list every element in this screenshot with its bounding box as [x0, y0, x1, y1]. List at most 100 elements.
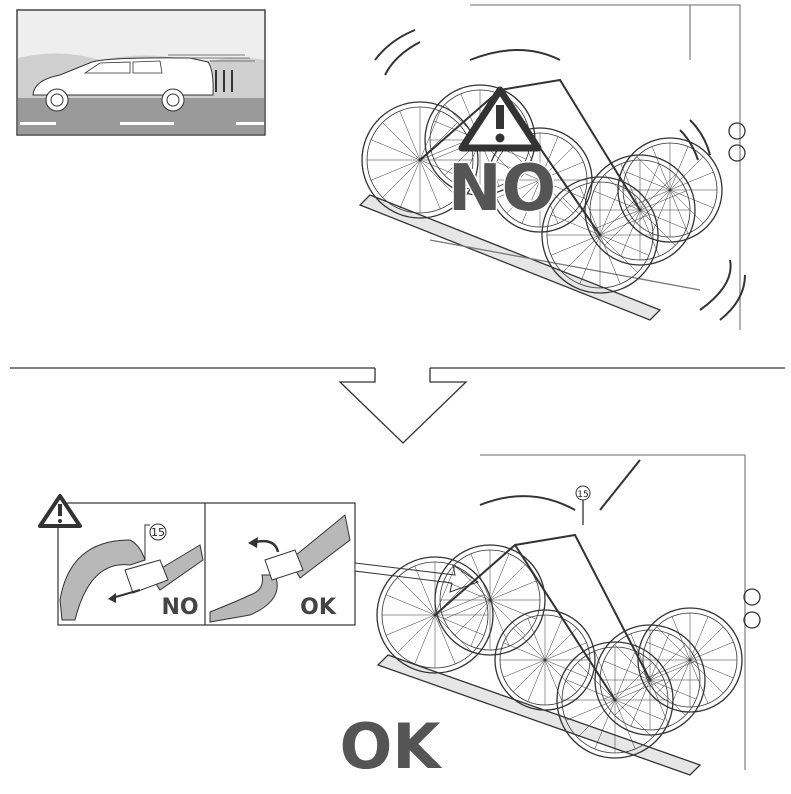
wheel-spoke: [539, 161, 584, 181]
wheel-spoke: [689, 626, 724, 661]
wheel-spoke: [419, 159, 458, 198]
wheel-spoke: [544, 659, 587, 678]
wheel-spoke: [399, 159, 421, 210]
wheel-spoke: [506, 179, 541, 214]
wheel-spoke: [636, 189, 671, 224]
strap-inset: 15 NO OK: [57, 502, 356, 626]
bike-wheel: [541, 176, 659, 294]
wheel-spoke: [646, 659, 691, 679]
bike-wheel: [556, 641, 674, 759]
wheel-spoke: [614, 699, 636, 750]
wheel-spoke: [630, 679, 651, 727]
wheel-spoke: [565, 699, 616, 721]
wheel-spoke: [599, 234, 621, 285]
wheel-spoke: [399, 110, 421, 161]
wheel-spoke: [639, 163, 660, 211]
bike-wheel: [584, 154, 696, 266]
wheel-spoke: [503, 642, 546, 661]
wheel-spoke: [385, 594, 436, 616]
wheel-spoke: [539, 146, 574, 181]
wheel-spoke: [521, 179, 541, 224]
wheel-spoke: [614, 644, 651, 681]
wheel-spoke: [550, 234, 601, 256]
wheel-spoke: [599, 214, 650, 236]
wheel-spoke: [651, 146, 671, 191]
wheel-spoke: [656, 659, 691, 694]
wheel-spoke: [370, 159, 421, 181]
bike-wheel: [494, 609, 596, 711]
wheel-spoke: [385, 614, 436, 636]
wheel-spoke: [639, 174, 676, 211]
wheel-spoke: [513, 659, 546, 692]
wheel-spoke: [614, 679, 651, 716]
wheel-spoke: [489, 599, 537, 620]
wheel-spoke: [565, 679, 616, 701]
wheel-spoke: [550, 214, 601, 236]
wheel-spoke: [562, 234, 601, 273]
wheel-spoke: [614, 699, 665, 721]
pointer-arrow: [354, 562, 480, 593]
wheel-spoke: [382, 122, 421, 161]
wheel-spoke: [689, 641, 734, 661]
wheel-spoke: [414, 565, 436, 616]
wheel-spoke: [489, 564, 526, 601]
wheel-spoke: [397, 614, 436, 653]
wheel-spoke: [614, 662, 653, 701]
wheel-spoke: [669, 156, 704, 191]
bike-wheel: [361, 101, 479, 219]
wheel-spoke: [419, 159, 470, 181]
wheel-spoke: [434, 614, 473, 653]
wheel-spoke: [689, 659, 724, 694]
inset-part-number: 15: [151, 526, 165, 539]
wheel-spoke: [626, 171, 671, 191]
wheel-spoke: [419, 139, 470, 161]
wheel-spoke: [434, 614, 456, 665]
wheel-spoke: [506, 146, 541, 181]
wheel-spoke: [489, 580, 537, 601]
wheel-spoke: [604, 209, 641, 246]
wheel-spoke: [639, 209, 687, 230]
wheel-spoke: [599, 197, 638, 236]
wheel-spoke: [669, 189, 714, 209]
wheel-spoke: [614, 650, 636, 701]
wheel-spoke: [544, 659, 577, 692]
wheel-spoke: [599, 234, 650, 256]
wheel-spoke: [539, 179, 559, 224]
wheel-spoke: [594, 699, 616, 750]
wheel-spoke: [671, 616, 691, 661]
bike-wheel: [637, 607, 743, 713]
bike-wheel: [487, 127, 593, 233]
wheel-spoke: [651, 189, 671, 234]
wheel-spoke: [454, 599, 491, 636]
wheel-spoke: [503, 659, 546, 678]
wheel-spoke: [539, 179, 574, 214]
bike-rack-secured: [376, 454, 761, 776]
wheel-spoke: [577, 662, 616, 701]
wheel-spoke: [577, 699, 616, 738]
wheel-spoke: [599, 185, 621, 236]
wheel-spoke: [527, 618, 546, 661]
wheel-spoke: [649, 679, 697, 700]
divider-arrow: [10, 367, 785, 444]
wheel-spoke: [603, 660, 651, 681]
wheel-spoke: [414, 614, 436, 665]
bike-wheel: [376, 556, 494, 674]
bike-rack-overloaded: [358, 4, 746, 330]
wheel-spoke: [671, 659, 691, 704]
wheel-spoke: [527, 659, 546, 702]
wheel-spoke: [544, 659, 563, 702]
wheel-spoke: [639, 209, 660, 257]
wheel-spoke: [689, 659, 709, 704]
wheel-spoke: [649, 679, 670, 727]
wheel-spoke: [620, 163, 641, 211]
wheel-spoke: [594, 650, 616, 701]
wheel-spoke: [419, 159, 441, 210]
bottom-verdict-ok: OK: [340, 710, 443, 783]
bike-wheel: [617, 137, 723, 243]
wheel-spoke: [593, 209, 641, 230]
wheel-spoke: [539, 179, 584, 199]
wheel-spoke: [513, 628, 546, 661]
wheel-spoke: [397, 577, 436, 616]
wheel-spoke: [382, 159, 421, 198]
